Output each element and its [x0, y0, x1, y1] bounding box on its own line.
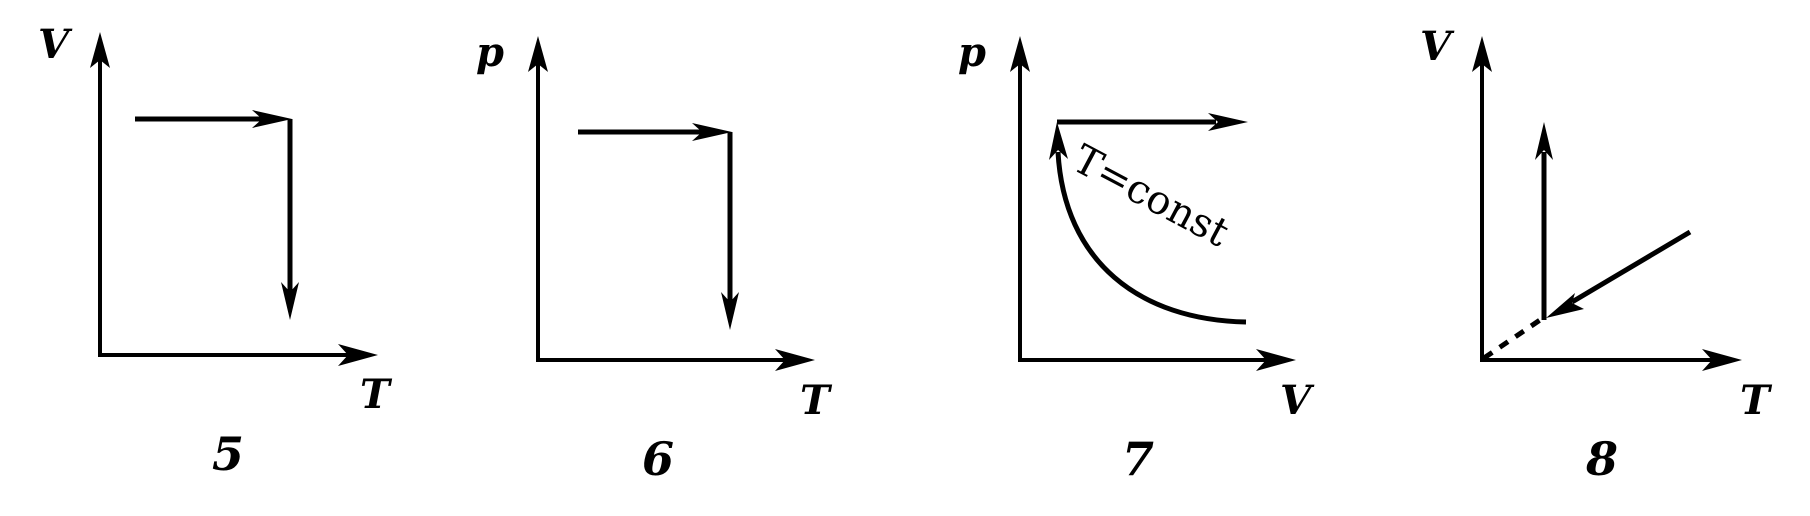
isotherm-curve	[1055, 151, 1247, 325]
process-arrowhead-1	[692, 123, 732, 141]
y-axis-arrowhead	[1010, 36, 1030, 72]
process-arrowhead-1	[1546, 293, 1584, 318]
panel-6: p T 6	[476, 29, 833, 486]
x-axis-label: T	[1740, 377, 1773, 424]
isotherm-arrowhead	[1049, 122, 1068, 160]
x-axis-label: T	[800, 377, 833, 424]
y-axis-label: p	[476, 29, 504, 76]
isotherm-label: T=const	[1065, 136, 1236, 256]
x-axis-label: V	[1280, 377, 1315, 424]
panel-number: 6	[642, 432, 674, 486]
process-arrowhead-2	[1535, 122, 1553, 160]
process-arrowhead-2	[721, 292, 739, 330]
extrapolation-dashed-line	[1482, 317, 1542, 361]
x-axis-arrowhead	[1702, 349, 1742, 371]
panel-5: V T 5	[38, 21, 393, 481]
x-axis-arrowhead	[338, 344, 378, 366]
panel-number: 7	[1122, 432, 1154, 486]
x-axis-arrowhead	[775, 349, 815, 371]
panel-number: 5	[212, 427, 244, 481]
panel-7: p V T=const 7	[958, 29, 1315, 486]
y-axis-arrowhead	[1472, 36, 1492, 72]
x-axis-label: T	[360, 371, 393, 418]
x-axis-arrowhead	[1256, 349, 1296, 371]
y-axis-arrowhead	[528, 36, 548, 72]
panel-8: V T 8	[1420, 23, 1773, 486]
process-path-1	[1570, 229, 1692, 305]
panel-number: 8	[1585, 432, 1618, 486]
process-arrowhead-2	[281, 282, 299, 320]
process-arrowhead-1	[1208, 113, 1248, 131]
y-axis-label: V	[1420, 23, 1455, 70]
y-axis-label: V	[38, 21, 73, 68]
y-axis-label: p	[958, 29, 986, 76]
y-axis-arrowhead	[90, 32, 110, 68]
process-arrowhead-1	[252, 110, 292, 128]
